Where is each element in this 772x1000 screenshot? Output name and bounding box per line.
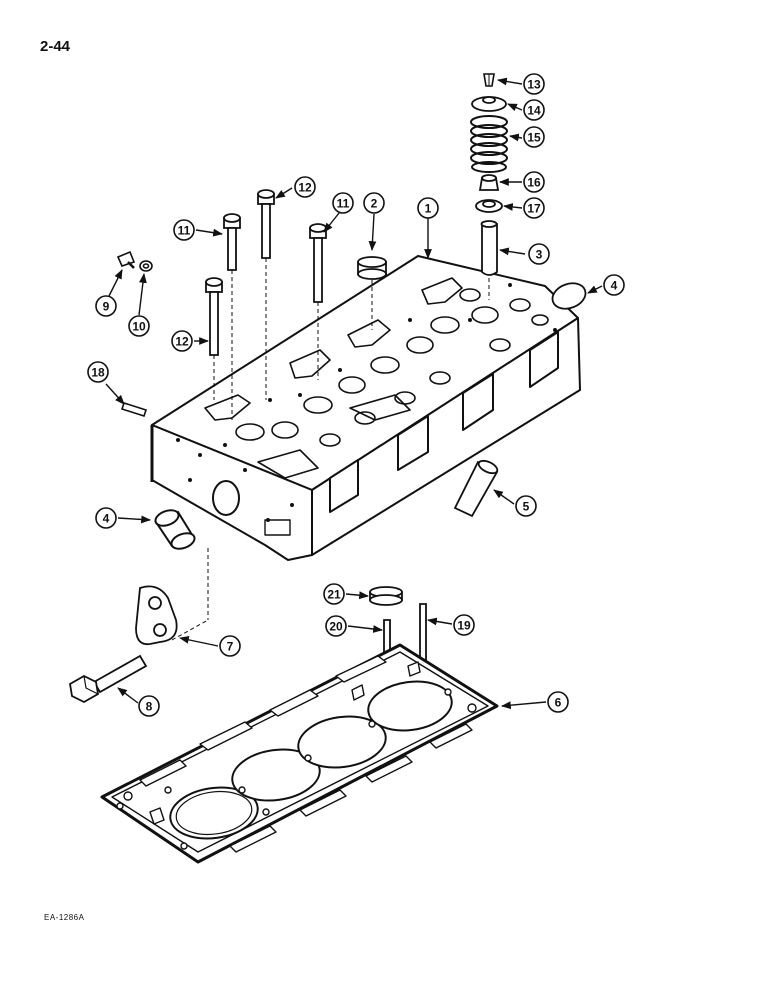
callout-9-label: 9	[103, 300, 110, 314]
callout-19: 19	[453, 614, 475, 636]
head-gasket-6	[100, 643, 499, 864]
figure-code: EA-1286A	[44, 913, 85, 922]
cylinder-head	[150, 255, 581, 561]
head-bolt-long-top	[257, 189, 275, 259]
callout-11a-label: 11	[178, 224, 191, 238]
callout-17-label: 17	[527, 202, 541, 216]
head-bolt-short-right	[309, 223, 327, 303]
callout-16-label: 16	[527, 176, 541, 190]
head-bolt-long-left	[205, 277, 223, 356]
callout-8-label: 8	[146, 700, 153, 714]
callout-14: 14	[523, 99, 545, 121]
valve-keeper	[483, 73, 495, 87]
spring-seat	[475, 199, 503, 213]
callout-10-label: 10	[132, 320, 146, 334]
callout-11-right: 11	[332, 192, 354, 214]
leader-lines	[105, 77, 603, 710]
callout-4-right: 4	[603, 274, 625, 296]
plug-4-left	[154, 509, 196, 550]
callout-3: 3	[528, 243, 550, 265]
lifting-bracket-7	[135, 585, 178, 646]
callout-2-label: 2	[371, 197, 378, 211]
callout-18: 18	[87, 361, 109, 383]
washer-10	[139, 260, 153, 272]
callout-5: 5	[515, 495, 537, 517]
bolt-8	[69, 654, 148, 704]
callout-13: 13	[523, 73, 545, 95]
callout-7: 7	[219, 635, 241, 657]
callout-6-label: 6	[555, 696, 562, 710]
callout-2: 2	[363, 192, 385, 214]
callout-12a-label: 12	[298, 181, 312, 195]
callout-12b-label: 12	[175, 335, 189, 349]
callout-3-label: 3	[536, 248, 543, 262]
callout-11-left: 11	[173, 219, 195, 241]
callout-5-label: 5	[523, 500, 530, 514]
callout-15: 15	[523, 126, 545, 148]
callout-11b-label: 11	[337, 197, 350, 211]
callout-13-label: 13	[527, 78, 541, 92]
callout-7-label: 7	[227, 640, 234, 654]
valve-guide	[480, 220, 498, 276]
callout-4-left: 4	[95, 507, 117, 529]
callout-4a-label: 4	[611, 279, 618, 293]
callout-12-top: 12	[294, 176, 316, 198]
callout-6: 6	[547, 691, 569, 713]
callout-10: 10	[128, 315, 150, 337]
spring-retainer	[471, 96, 507, 112]
callout-20-label: 20	[329, 620, 343, 634]
alignment-lines	[171, 258, 490, 641]
valve-spring	[470, 115, 508, 173]
valve-seat-21	[369, 586, 403, 606]
callout-21: 21	[323, 583, 345, 605]
callout-16: 16	[523, 171, 545, 193]
head-bolt-short-left	[223, 213, 241, 271]
callout-17: 17	[523, 197, 545, 219]
plug-4-right	[551, 282, 587, 310]
valve-stem-seal	[478, 174, 500, 191]
callout-9: 9	[95, 295, 117, 317]
callout-12-left: 12	[171, 330, 193, 352]
callout-20: 20	[325, 615, 347, 637]
sleeve-5	[453, 459, 499, 518]
callout-1: 1	[417, 197, 439, 219]
page-number: 2-44	[40, 38, 71, 55]
stud-18	[120, 401, 148, 418]
callout-1-label: 1	[425, 202, 432, 216]
callout-18-label: 18	[91, 366, 105, 380]
callout-4b-label: 4	[103, 512, 110, 526]
plug-2	[357, 256, 387, 280]
callouts: 1 2 3 4 4 5 6 7 8 9 10 11 11 12 12 13 14…	[87, 73, 625, 717]
callout-19-label: 19	[457, 619, 471, 633]
callout-15-label: 15	[527, 131, 541, 145]
callout-21-label: 21	[327, 588, 341, 602]
callout-14-label: 14	[527, 104, 541, 118]
screw-9	[116, 250, 136, 269]
callout-8: 8	[138, 695, 160, 717]
